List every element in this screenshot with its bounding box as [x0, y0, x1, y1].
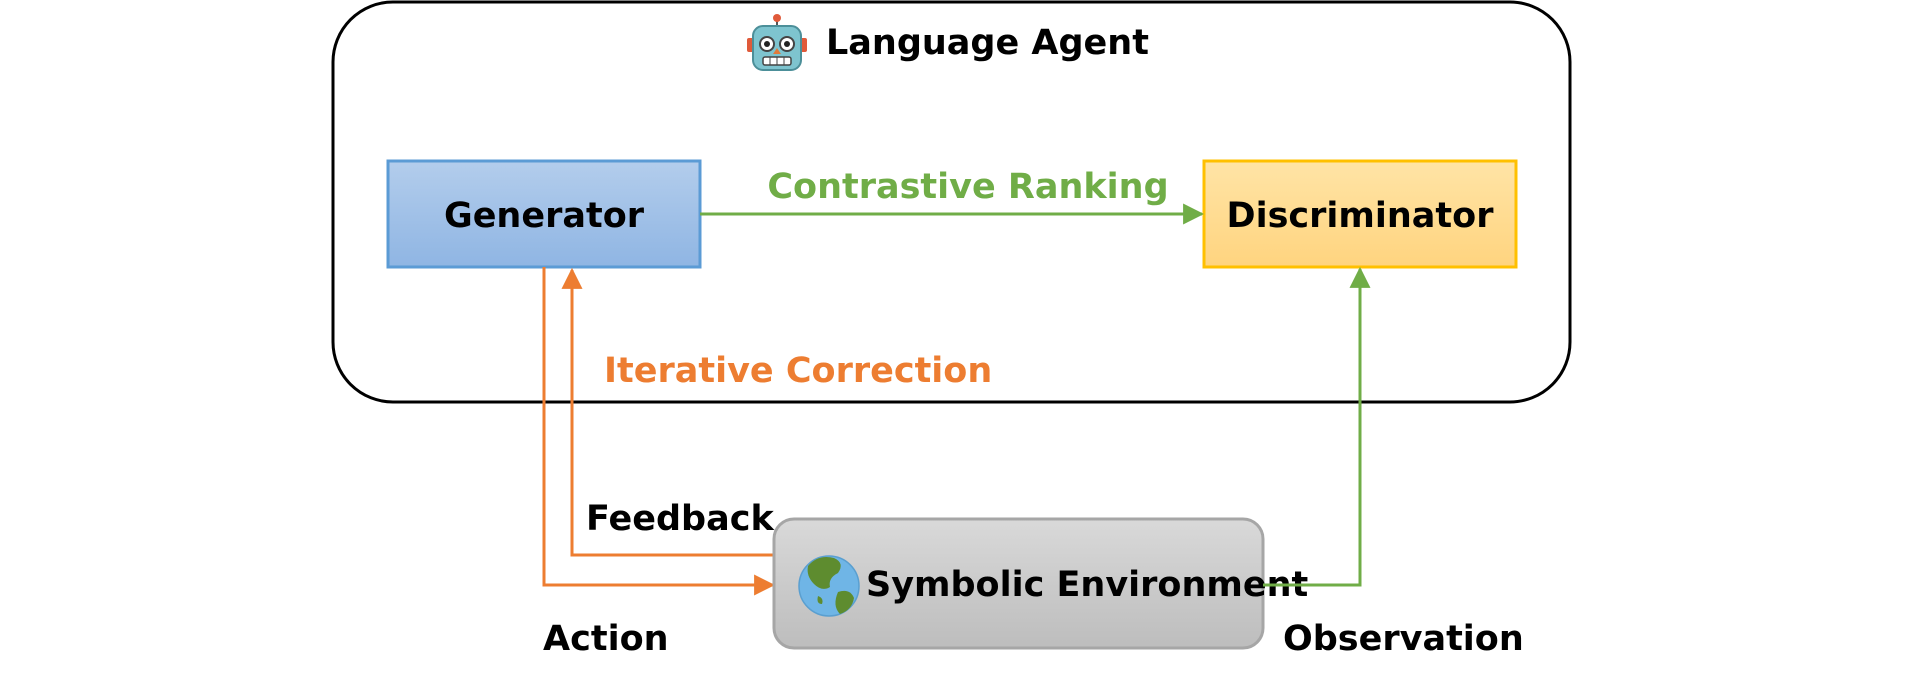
observation-arrow — [1263, 266, 1371, 587]
action-arrow — [542, 267, 776, 596]
discriminator-label: Discriminator — [1227, 196, 1495, 236]
symbolic-environment-label: Symbolic Environment — [866, 565, 1308, 605]
feedback-label: Feedback — [586, 499, 774, 539]
robot-icon — [747, 14, 807, 71]
feedback-arrow — [561, 267, 773, 557]
iterative-correction-label: Iterative Correction — [604, 351, 992, 391]
language-agent-title: Language Agent — [826, 23, 1149, 63]
generator-label: Generator — [444, 196, 645, 236]
globe-icon — [798, 555, 860, 617]
language-agent-container — [331, 0, 1572, 404]
action-label: Action — [543, 619, 669, 659]
observation-label: Observation — [1283, 619, 1524, 659]
contrastive-ranking-label: Contrastive Ranking — [767, 167, 1168, 207]
discriminator-box — [1202, 159, 1518, 269]
generator-box — [386, 159, 702, 269]
